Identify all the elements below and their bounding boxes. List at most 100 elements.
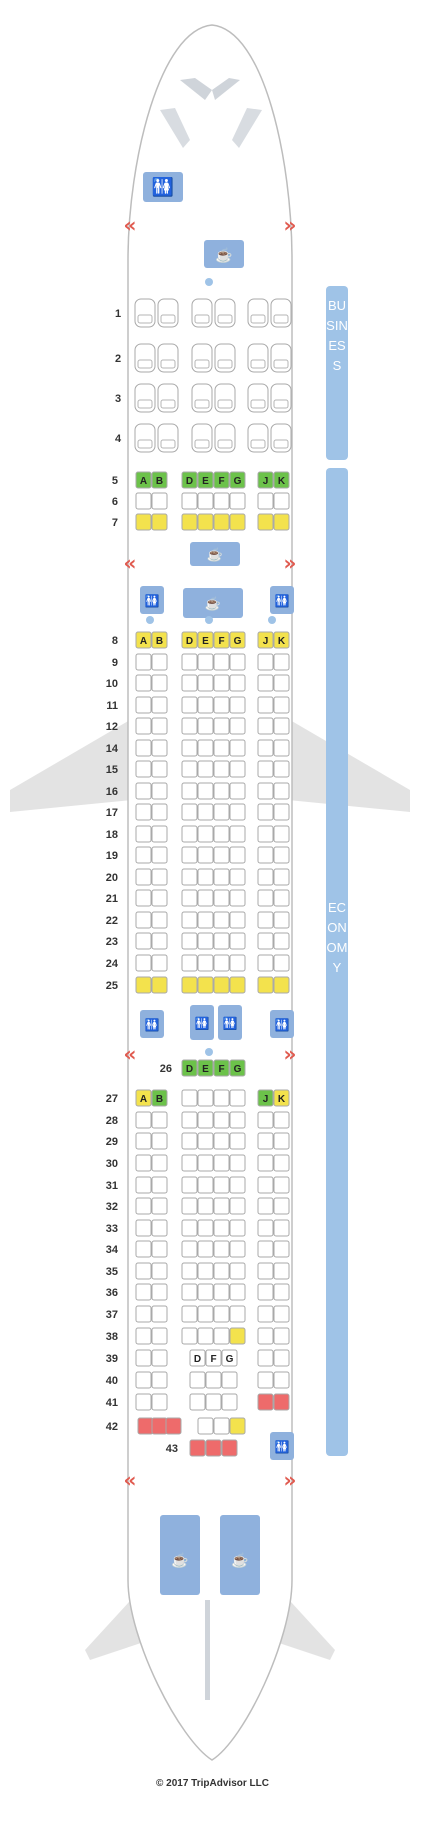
seat[interactable] bbox=[257, 513, 274, 531]
seat[interactable] bbox=[181, 1262, 198, 1280]
seat[interactable] bbox=[229, 1219, 246, 1237]
seat[interactable] bbox=[213, 825, 230, 843]
seat[interactable] bbox=[135, 954, 152, 972]
business-seat[interactable] bbox=[134, 423, 156, 453]
seat[interactable] bbox=[257, 1176, 274, 1194]
seat[interactable] bbox=[135, 976, 152, 994]
seat[interactable]: B bbox=[151, 1089, 168, 1107]
seat[interactable] bbox=[273, 492, 290, 510]
seat[interactable] bbox=[213, 932, 230, 950]
seat[interactable] bbox=[181, 976, 198, 994]
seat[interactable] bbox=[229, 1417, 246, 1435]
business-seat[interactable] bbox=[247, 383, 269, 413]
seat[interactable] bbox=[257, 825, 274, 843]
seat[interactable] bbox=[135, 889, 152, 907]
seat[interactable] bbox=[151, 803, 168, 821]
seat[interactable] bbox=[165, 1417, 182, 1435]
seat[interactable] bbox=[229, 954, 246, 972]
seat[interactable] bbox=[273, 782, 290, 800]
seat[interactable] bbox=[197, 653, 214, 671]
seat[interactable] bbox=[151, 932, 168, 950]
seat[interactable] bbox=[257, 760, 274, 778]
seat[interactable] bbox=[197, 782, 214, 800]
seat[interactable] bbox=[229, 932, 246, 950]
seat[interactable] bbox=[151, 1111, 168, 1129]
seat[interactable] bbox=[181, 492, 198, 510]
seat[interactable] bbox=[181, 696, 198, 714]
seat[interactable] bbox=[135, 653, 152, 671]
business-seat[interactable] bbox=[191, 423, 213, 453]
seat[interactable] bbox=[229, 760, 246, 778]
seat[interactable] bbox=[213, 1305, 230, 1323]
seat[interactable] bbox=[273, 911, 290, 929]
seat[interactable]: D bbox=[181, 471, 198, 489]
seat[interactable] bbox=[229, 803, 246, 821]
seat[interactable] bbox=[181, 717, 198, 735]
seat[interactable]: K bbox=[273, 1089, 290, 1107]
business-seat[interactable] bbox=[157, 343, 179, 373]
seat[interactable] bbox=[135, 696, 152, 714]
seat[interactable] bbox=[197, 1327, 214, 1345]
seat[interactable] bbox=[151, 1240, 168, 1258]
seat[interactable] bbox=[213, 803, 230, 821]
seat[interactable] bbox=[181, 739, 198, 757]
seat[interactable] bbox=[197, 674, 214, 692]
seat[interactable] bbox=[151, 846, 168, 864]
seat[interactable] bbox=[181, 846, 198, 864]
seat[interactable] bbox=[257, 1111, 274, 1129]
seat[interactable] bbox=[135, 760, 152, 778]
seat[interactable] bbox=[135, 1262, 152, 1280]
seat[interactable] bbox=[197, 1176, 214, 1194]
seat[interactable] bbox=[257, 1371, 274, 1389]
seat[interactable] bbox=[229, 911, 246, 929]
seat[interactable] bbox=[257, 1132, 274, 1150]
seat[interactable] bbox=[137, 1417, 154, 1435]
seat[interactable] bbox=[213, 846, 230, 864]
seat[interactable] bbox=[221, 1439, 238, 1457]
seat[interactable] bbox=[135, 932, 152, 950]
seat[interactable] bbox=[257, 1349, 274, 1367]
seat[interactable] bbox=[257, 1327, 274, 1345]
seat[interactable] bbox=[151, 1283, 168, 1301]
seat[interactable]: D bbox=[181, 631, 198, 649]
seat[interactable] bbox=[181, 782, 198, 800]
seat[interactable] bbox=[181, 1327, 198, 1345]
seat[interactable]: G bbox=[229, 471, 246, 489]
seat[interactable] bbox=[181, 1197, 198, 1215]
seat[interactable] bbox=[189, 1393, 206, 1411]
seat[interactable] bbox=[273, 976, 290, 994]
seat[interactable] bbox=[257, 492, 274, 510]
seat[interactable] bbox=[181, 825, 198, 843]
seat[interactable] bbox=[197, 1219, 214, 1237]
seat[interactable] bbox=[197, 954, 214, 972]
seat[interactable]: J bbox=[257, 1089, 274, 1107]
seat[interactable] bbox=[205, 1393, 222, 1411]
business-seat[interactable] bbox=[214, 298, 236, 328]
seat[interactable] bbox=[151, 1262, 168, 1280]
seat[interactable] bbox=[181, 653, 198, 671]
seat[interactable] bbox=[135, 513, 152, 531]
seat[interactable] bbox=[181, 1240, 198, 1258]
seat[interactable]: B bbox=[151, 471, 168, 489]
business-seat[interactable] bbox=[157, 423, 179, 453]
seat[interactable] bbox=[273, 1219, 290, 1237]
seat[interactable] bbox=[257, 674, 274, 692]
seat[interactable]: E bbox=[197, 631, 214, 649]
seat[interactable] bbox=[229, 1197, 246, 1215]
seat[interactable] bbox=[135, 1305, 152, 1323]
seat[interactable] bbox=[229, 1283, 246, 1301]
seat[interactable] bbox=[213, 1197, 230, 1215]
seat[interactable] bbox=[229, 976, 246, 994]
seat[interactable] bbox=[257, 803, 274, 821]
seat[interactable] bbox=[151, 1197, 168, 1215]
seat[interactable] bbox=[135, 717, 152, 735]
seat[interactable]: F bbox=[213, 1059, 230, 1077]
seat[interactable] bbox=[229, 739, 246, 757]
seat[interactable]: B bbox=[151, 631, 168, 649]
seat[interactable]: E bbox=[197, 1059, 214, 1077]
seat[interactable] bbox=[135, 492, 152, 510]
seat[interactable] bbox=[229, 696, 246, 714]
seat[interactable] bbox=[151, 1219, 168, 1237]
seat[interactable] bbox=[257, 932, 274, 950]
seat[interactable] bbox=[221, 1393, 238, 1411]
